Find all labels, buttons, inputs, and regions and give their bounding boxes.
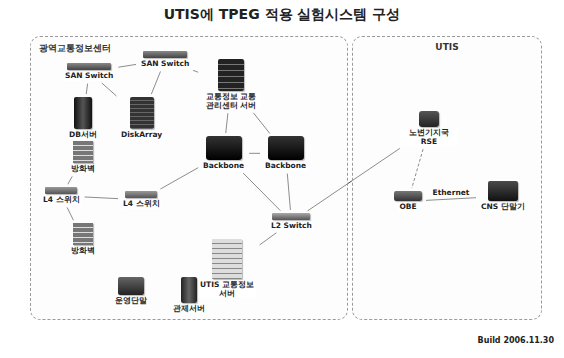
l4-switch: L4 스위치 — [120, 190, 163, 210]
backbone-switch: Backbone — [200, 135, 247, 172]
wall-icon — [73, 141, 93, 163]
backbone-icon — [206, 136, 242, 160]
device-label: 방화벽 — [70, 165, 96, 174]
laptop-icon — [488, 181, 518, 201]
l4-icon — [125, 191, 157, 198]
l4-icon — [45, 187, 77, 194]
antenna-icon — [419, 111, 439, 127]
region-label: UTIS — [353, 42, 541, 52]
control-server: 관제서버 — [170, 276, 208, 315]
device-label: DiskArray — [120, 131, 163, 140]
center-region: 광역교통정보센터SAN SwitchSAN SwitchDB서버DiskArra… — [30, 36, 348, 320]
device-label: CNS 단말기 — [480, 203, 526, 212]
device-label: L4 스위치 — [122, 200, 161, 209]
disk-array: DiskArray — [118, 96, 165, 141]
cns-terminal: CNS 단말기 — [478, 180, 528, 213]
operator-terminal: 운영단말 — [112, 276, 150, 307]
device-label: 방화벽 — [70, 247, 96, 256]
device-label: 관제서버 — [172, 305, 206, 314]
wall-icon — [73, 223, 93, 245]
switch-icon — [143, 51, 187, 58]
utis-region: UTIS 노변기지국 RSE OBE CNS 단말기 — [352, 36, 542, 320]
db-server: DB서버 — [66, 96, 100, 141]
diagram-title: UTIS에 TPEG 적용 실험시스템 구성 — [0, 6, 564, 24]
center-server: 교통정보 교통관리센터 서버 — [200, 58, 262, 111]
device-label: 교통정보 교통관리센터 서버 — [202, 93, 260, 110]
device-label: SAN Switch — [140, 60, 190, 69]
switch-icon — [67, 63, 111, 70]
roadside-unit: 노변기지국 RSE — [398, 110, 460, 147]
device-label: OBE — [398, 203, 417, 212]
utis-server: UTIS 교통정보 서버 — [196, 238, 258, 299]
link-label: Ethernet — [432, 188, 471, 197]
device-label: DB서버 — [68, 131, 98, 140]
device-label: Backbone — [264, 162, 307, 171]
l2-switch: L2 Switch — [268, 212, 315, 232]
device-label: UTIS 교통정보 서버 — [198, 281, 256, 298]
pc-icon — [118, 277, 144, 295]
san-switch: SAN Switch — [138, 50, 192, 70]
san-switch: SAN Switch — [62, 62, 116, 82]
backbone-icon — [268, 136, 304, 160]
device-label: L4 스위치 — [42, 196, 81, 205]
l4-switch: L4 스위치 — [40, 186, 83, 206]
l2-icon — [272, 213, 310, 220]
firewall: 방화벽 — [68, 222, 98, 257]
server-icon — [218, 59, 244, 91]
tower2-icon — [181, 277, 197, 303]
stack-icon — [212, 239, 242, 279]
disk-icon — [130, 97, 154, 129]
firewall: 방화벽 — [68, 140, 98, 175]
obe-icon — [394, 191, 422, 201]
device-label: 운영단말 — [114, 297, 148, 306]
build-note: Build 2006.11.30 — [478, 336, 554, 345]
device-label: SAN Switch — [64, 72, 114, 81]
onboard-unit: OBE — [392, 190, 424, 213]
device-label: 노변기지국 RSE — [400, 129, 458, 146]
region-label: 광역교통정보센터 — [39, 42, 111, 55]
tower-icon — [74, 97, 92, 129]
device-label: Backbone — [202, 162, 245, 171]
device-label: L2 Switch — [270, 222, 313, 231]
backbone-switch: Backbone — [262, 135, 309, 172]
